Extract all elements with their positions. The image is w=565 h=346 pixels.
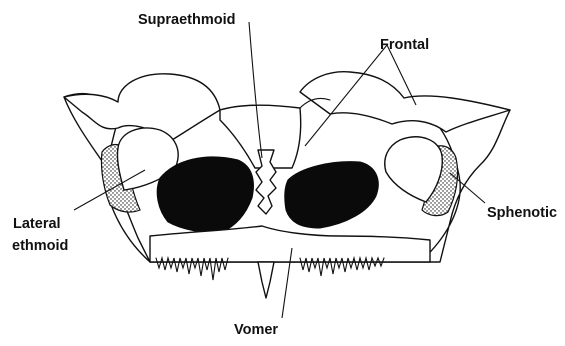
- ethmoid-label: ethmoid: [12, 238, 68, 254]
- right-ethmoid-bulge: [385, 137, 443, 202]
- lateral-label: Lateral: [13, 216, 61, 232]
- vomer-label: Vomer: [234, 322, 278, 338]
- right-orbit: [285, 162, 379, 228]
- vomer-spine: [258, 262, 274, 298]
- left-orbit: [157, 157, 253, 233]
- vomer-band: [150, 226, 430, 262]
- supraethmoid-label: Supraethmoid: [138, 12, 235, 28]
- frontal-label: Frontal: [380, 37, 429, 53]
- sphenotic-label: Sphenotic: [487, 205, 557, 221]
